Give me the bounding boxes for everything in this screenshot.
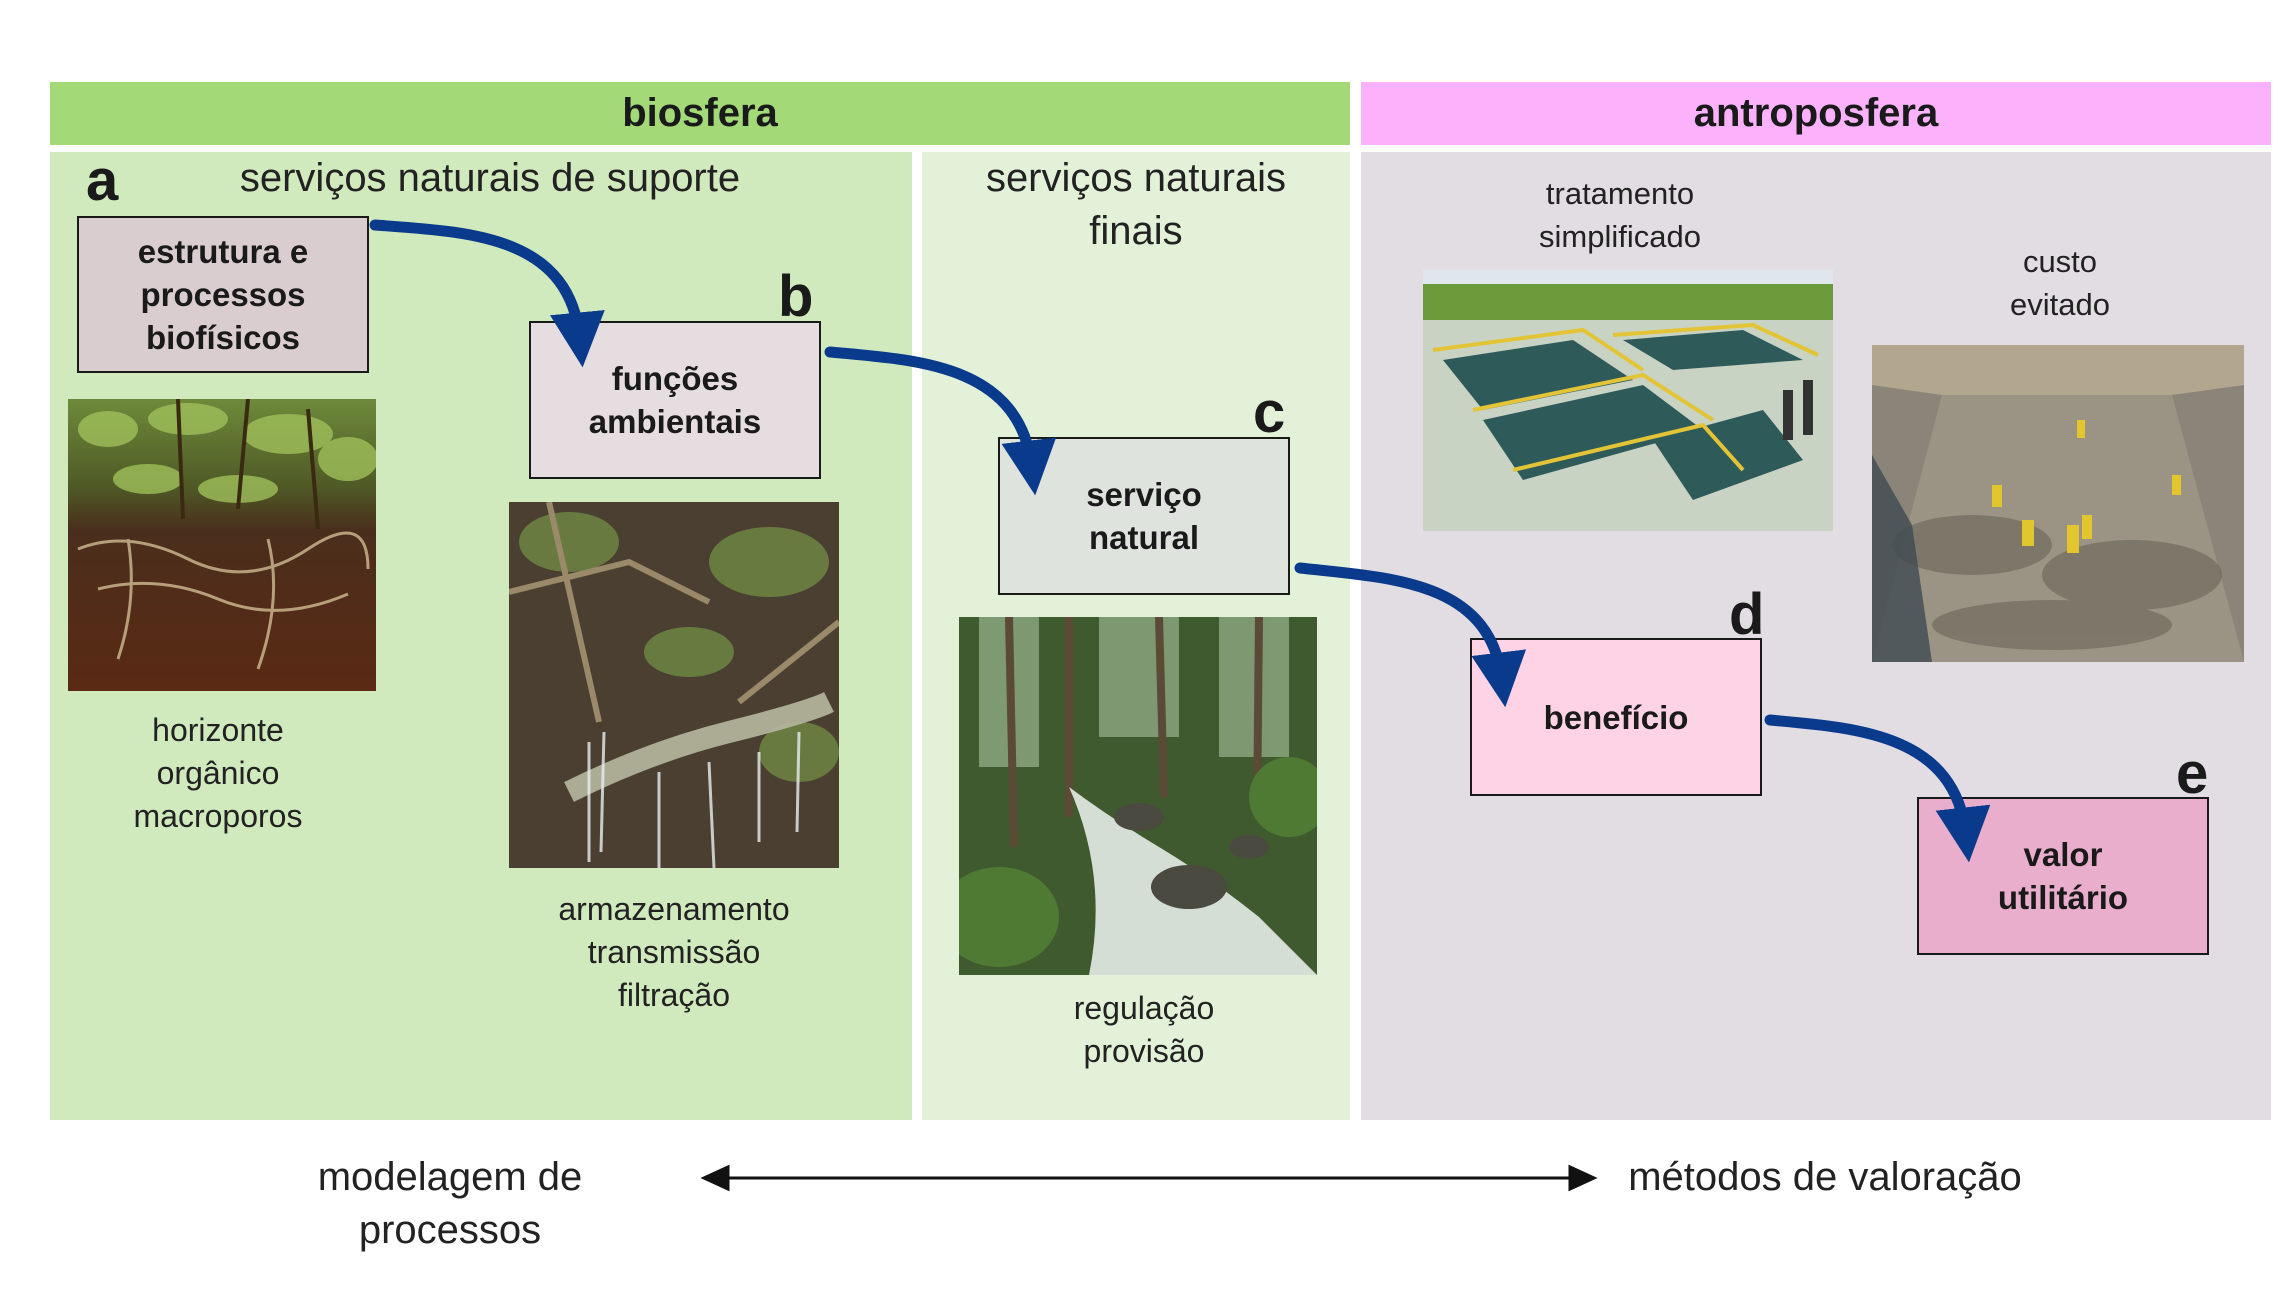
process-modeling-label: modelagem de processos — [317, 1155, 583, 1252]
roots-water-photo — [509, 502, 839, 868]
box-utilitarian-value: valor utilitário — [1917, 797, 2209, 955]
label-b: b — [778, 264, 814, 329]
box-environmental-functions: funções ambientais — [529, 321, 821, 479]
biosphere-header: biosfera — [50, 82, 1350, 145]
label-e: e — [2176, 741, 2209, 806]
box-benefit: benefício — [1470, 638, 1762, 796]
box-natural-service: serviço natural — [998, 437, 1290, 595]
anthroposphere-header: antroposfera — [1361, 82, 2271, 145]
forest-stream-photo — [959, 617, 1317, 975]
box-biophysical-structure: estrutura e processos biofísicos — [77, 216, 369, 373]
double-arrow — [700, 1164, 1598, 1192]
treatment-caption: tratamento simplificado — [1539, 176, 1701, 254]
biosphere-header-label: biosfera — [622, 91, 778, 135]
label-d: d — [1729, 582, 1765, 647]
support-services-title: serviços naturais de suporte — [239, 156, 741, 200]
soil-horizon-photo — [68, 399, 376, 691]
roots-caption: armazenamento transmissão filtração — [558, 891, 790, 1013]
label-a: a — [86, 148, 119, 213]
cleaning-tank-photo — [1872, 345, 2244, 662]
valuation-methods-label: métodos de valoração — [1628, 1155, 2022, 1199]
treatment-plant-photo — [1423, 270, 1833, 531]
stream-caption: regulação provisão — [1073, 990, 1215, 1069]
anthroposphere-header-label: antroposfera — [1693, 91, 1939, 135]
avoided-cost-caption: custo evitado — [2010, 244, 2110, 322]
soil-caption: horizonte orgânico macroporos — [133, 712, 303, 834]
label-c: c — [1253, 380, 1286, 445]
final-services-title: serviços naturais finais — [985, 156, 1287, 253]
